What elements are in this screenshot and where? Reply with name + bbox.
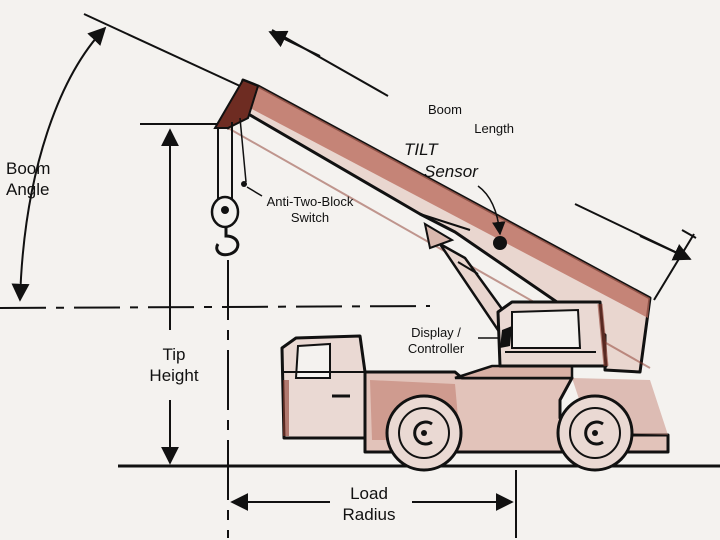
display-controller-label: Display / Controller (407, 325, 465, 357)
load-radius-dimension (227, 260, 517, 538)
load-radius-label: Load Radius (342, 484, 396, 525)
boom-angle-label: Boom Angle (6, 159, 51, 200)
anti-two-block-leader (246, 186, 263, 197)
wheel-icon (413, 420, 433, 446)
tilt-sensor-dot-icon (493, 236, 507, 250)
tip-height-dimension (140, 123, 236, 465)
wheel-icon (584, 420, 604, 446)
tip-height-label: Tip Height (138, 344, 210, 387)
horizontal-reference-line (0, 305, 431, 309)
display-controller-icon (500, 326, 512, 348)
tilt-sensor (477, 185, 507, 250)
boom-length-label: Boom Length (428, 102, 514, 136)
anti-two-block-switch-label: Anti-Two-Block Switch (266, 194, 354, 226)
anti-two-block-switch-icon (241, 181, 247, 187)
front-wheel (385, 394, 463, 472)
tilt-sensor-label: TILT Sensor (404, 140, 478, 182)
rear-wheel (556, 394, 634, 472)
hook-assembly (210, 117, 247, 257)
boom-length-dimension (268, 29, 697, 301)
boom-angle-dimension (11, 13, 241, 302)
hook-icon (215, 227, 240, 257)
